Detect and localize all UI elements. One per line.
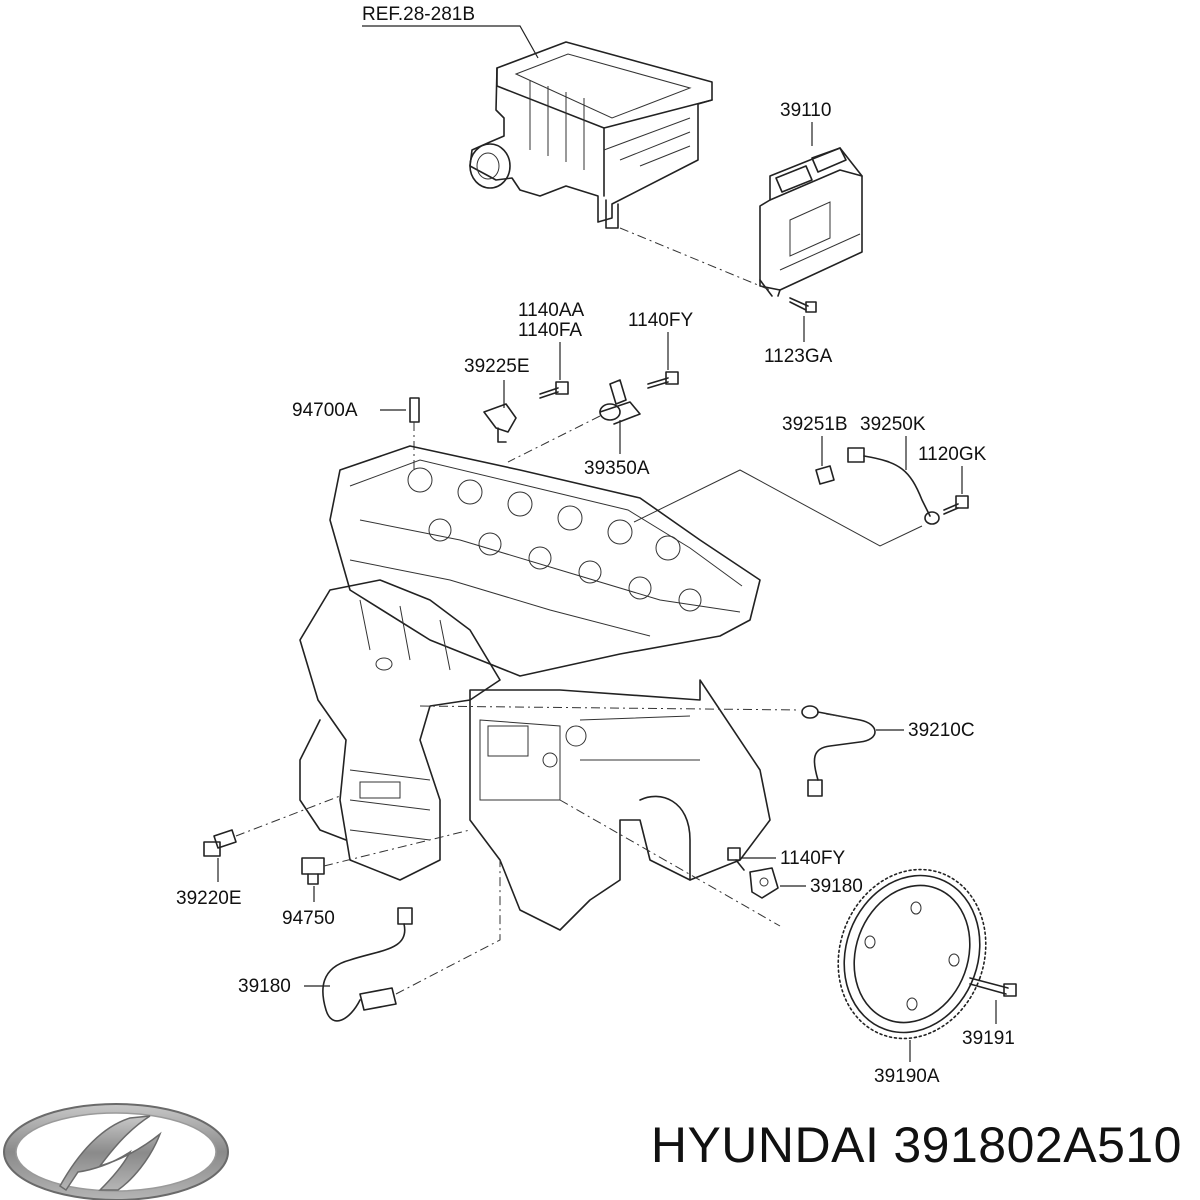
leader-crank-right-dash: [559, 799, 781, 927]
leader-oil-dash: [323, 829, 471, 867]
ring-bolt-icon: [969, 977, 1017, 997]
label-crank-sensor-left: 39180: [238, 976, 291, 997]
label-bolt-gk: 1120GK: [918, 444, 987, 465]
label-sensor-k: 39250K: [860, 414, 926, 435]
footer-part-number: 391802A510: [893, 1117, 1182, 1173]
label-bolt-fy-bottom: 1140FY: [780, 848, 845, 869]
footer-brand: HYUNDAI: [651, 1117, 880, 1173]
leader-temp-dash: [235, 795, 341, 837]
label-ring-bolt: 39191: [962, 1028, 1015, 1049]
label-cam-sensor: 39350A: [584, 458, 650, 479]
sensor-39251b-icon: [815, 465, 835, 485]
plug-94700a-icon: [409, 397, 420, 470]
ecu-module: [759, 147, 863, 297]
leader-crank-left-dash: [395, 860, 501, 995]
temp-sensor-icon: [203, 829, 237, 857]
oil-switch-icon: [301, 857, 325, 885]
leader-ref: [362, 25, 539, 59]
label-bolt-aa: 1140AA: [518, 300, 585, 321]
bolt-1140fy-top-icon: [647, 371, 679, 389]
air-cleaner-housing: [469, 41, 713, 229]
label-o2-sensor: 39210C: [908, 720, 975, 741]
label-ecu: 39110: [780, 100, 831, 121]
hyundai-logo-icon: [3, 1103, 229, 1200]
label-ref: REF.28-281B: [362, 4, 475, 25]
o2-sensor-icon: [801, 705, 876, 797]
label-sensor-b: 39251B: [782, 414, 848, 435]
bolt-1123ga-icon: [789, 297, 817, 313]
crank-sensor-right-icon: [749, 867, 779, 899]
cam-sensor-icon: [599, 379, 641, 425]
label-target-ring: 39190A: [874, 1066, 940, 1087]
label-bracket: 39225E: [464, 356, 530, 377]
bracket-39225e-icon: [483, 403, 517, 443]
leader-cam-dash: [507, 415, 601, 463]
leader-knock-frame: [633, 469, 923, 547]
label-bolt-fy-top: 1140FY: [628, 310, 693, 331]
label-bolt-ecu: 1123GA: [764, 346, 833, 367]
label-crank-sensor-right: 39180: [810, 876, 863, 897]
leader-ecu-dash: [619, 227, 771, 291]
bolt-1140aa-icon: [539, 381, 569, 399]
label-oil-switch: 94750: [282, 908, 335, 929]
engine-block: [299, 445, 771, 931]
bolt-1120gk-icon: [943, 495, 969, 515]
sensor-39250k-icon: [847, 447, 940, 525]
label-bolt-fa: 1140FA: [518, 320, 582, 341]
label-plug: 94700A: [292, 400, 358, 421]
target-ring-icon: [837, 868, 987, 1040]
leader-o2-dash: [419, 705, 801, 711]
bolt-1140fy-bottom-icon: [727, 847, 745, 871]
label-temp-sensor: 39220E: [176, 888, 242, 909]
crank-sensor-left-icon: [322, 907, 413, 1022]
